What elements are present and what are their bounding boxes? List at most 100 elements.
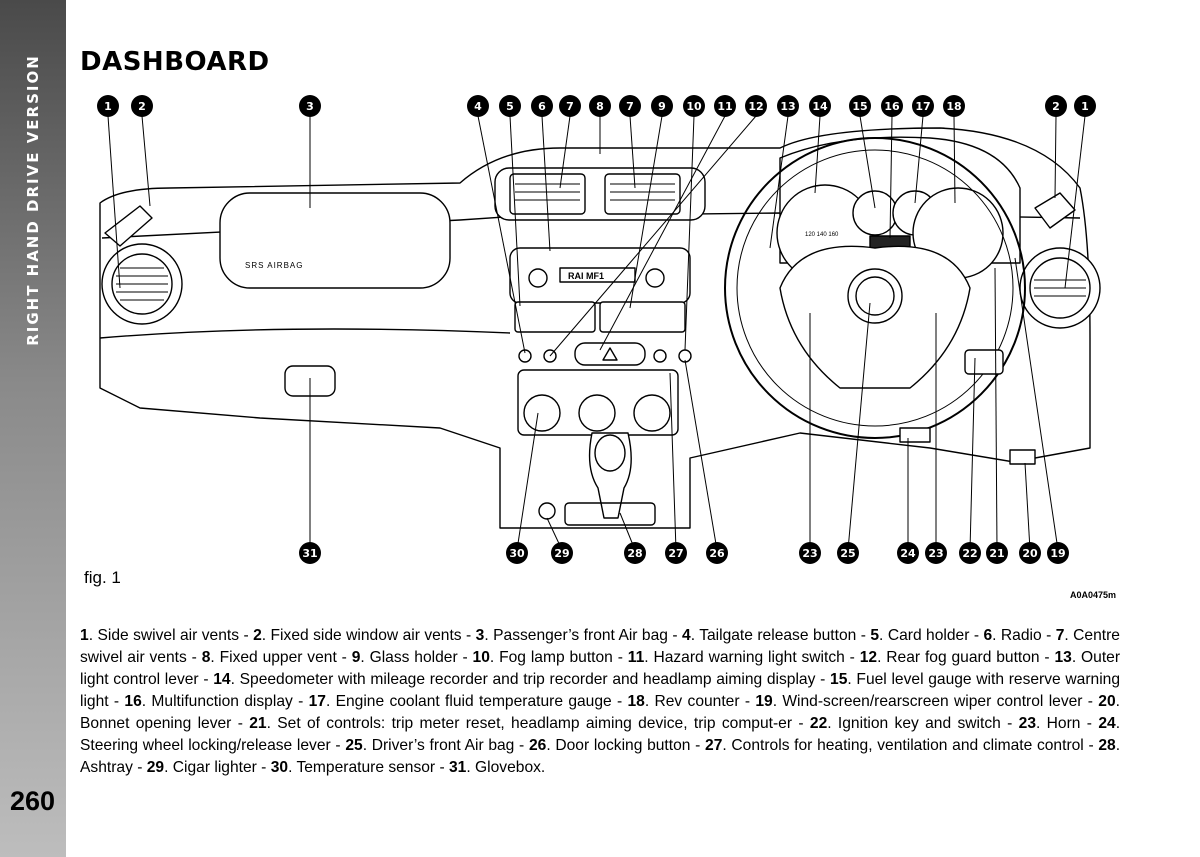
callout-badge-bottom-11	[986, 542, 1008, 564]
legend-number: 17	[308, 693, 326, 710]
callout-number-top-19: 2	[1052, 100, 1060, 113]
steering-wheel-rim	[724, 137, 1026, 439]
right-side-vent	[1034, 192, 1076, 229]
legend-number: 1	[80, 627, 89, 644]
callout-badge-bottom-10	[959, 542, 981, 564]
legend-description: Bonnet opening lever	[80, 715, 232, 732]
figure-code: A0A0475m	[1070, 590, 1117, 600]
button-strip	[574, 342, 646, 366]
legend-description: Side swivel air vents	[97, 627, 240, 644]
callout-badge-top-12	[745, 95, 767, 117]
callout-number-bottom-3: 28	[627, 547, 642, 560]
callout-number-bottom-2: 29	[554, 547, 569, 560]
callout-badge-top-3	[467, 95, 489, 117]
callout-badge-bottom-2	[551, 542, 573, 564]
legend-number: 29	[146, 759, 165, 776]
callout-badge-bottom-0	[299, 542, 321, 564]
legend-number: 18	[627, 693, 645, 710]
callout-number-top-12: 12	[748, 100, 763, 113]
legend-number: 20	[1098, 693, 1116, 710]
callout-number-top-8: 7	[626, 100, 634, 113]
legend-description: Fuel level gauge with reserve warning li…	[80, 671, 1121, 710]
legend-number: 8	[201, 649, 211, 666]
callout-badge-top-7	[589, 95, 611, 117]
legend-number: 28	[1098, 737, 1116, 754]
glass-holder	[599, 301, 686, 333]
callout-number-top-9: 9	[658, 100, 666, 113]
callout-number-top-11: 11	[717, 100, 732, 113]
callout-number-top-15: 15	[852, 100, 867, 113]
legend-description: Passenger’s front Air bag	[493, 627, 668, 644]
page-number: 260	[10, 786, 56, 816]
speedometer-scale: 120 140 160	[805, 232, 839, 238]
callout-number-top-0: 1	[104, 100, 112, 113]
ignition-switch	[964, 349, 1004, 375]
callout-badge-top-1	[131, 95, 153, 117]
legend-description: Glass holder	[369, 649, 458, 666]
callout-number-bottom-8: 24	[900, 547, 916, 560]
airbag-marking: SRS AIRBAG	[245, 261, 303, 270]
legend-description: Driver’s front Air bag	[371, 737, 515, 754]
legend-description: Fixed upper vent	[219, 649, 337, 666]
legend-description: Door locking button	[555, 737, 691, 754]
legend-number: 4	[682, 627, 691, 644]
callout-badge-top-15	[849, 95, 871, 117]
callout-badge-top-13	[777, 95, 799, 117]
callout-badge-bottom-12	[1019, 542, 1041, 564]
legend-description: Radio	[1000, 627, 1042, 644]
legend-number: 6	[983, 627, 993, 644]
callout-number-bottom-0: 31	[302, 547, 317, 560]
callout-number-bottom-9: 23	[928, 547, 943, 560]
callout-badge-top-4	[499, 95, 521, 117]
legend-description: Ignition key and switch	[837, 715, 1001, 732]
legend-number: 27	[705, 737, 723, 754]
legend-description: Multifunction display	[151, 693, 293, 710]
callout-number-bottom-5: 26	[709, 547, 725, 560]
callout-number-top-3: 4	[474, 100, 482, 113]
callout-badge-top-17	[912, 95, 934, 117]
callout-badge-top-18	[943, 95, 965, 117]
climate-panel	[517, 369, 679, 436]
legend-description: Fog lamp button	[499, 649, 613, 666]
callout-number-bottom-4: 27	[668, 547, 683, 560]
legend-number: 16	[124, 693, 142, 710]
legend-text: 1. Side swivel air vents - 2. Fixed side…	[80, 627, 1121, 776]
callout-number-bottom-13: 19	[1050, 547, 1065, 560]
callout-number-bottom-1: 30	[509, 547, 525, 560]
legend-number: 13	[1054, 649, 1072, 666]
bonnet-lever	[1009, 449, 1036, 465]
callout-badge-bottom-9	[925, 542, 947, 564]
figure-label: fig. 1	[84, 568, 121, 587]
callout-badge-bottom-8	[897, 542, 919, 564]
callout-badge-bottom-7	[837, 542, 859, 564]
dash-lower-line	[99, 328, 511, 339]
left-vent-inner	[111, 253, 173, 315]
callout-badge-top-9	[651, 95, 673, 117]
callout-badge-top-20	[1074, 95, 1096, 117]
callout-number-top-20: 1	[1081, 100, 1089, 113]
callout-badge-top-11	[714, 95, 736, 117]
legend-description: Fixed side window air vents	[270, 627, 462, 644]
passenger-airbag-lid	[219, 192, 451, 289]
legend-number: 22	[809, 715, 828, 732]
steering-lock-lever	[899, 427, 931, 443]
callout-badge-bottom-6	[799, 542, 821, 564]
legend-description: Rear fog guard button	[886, 649, 1040, 666]
legend-number: 19	[755, 693, 773, 710]
callout-badge-bottom-5	[706, 542, 728, 564]
radio-display-text: RAI MF1	[568, 271, 604, 281]
callout-number-top-5: 6	[538, 100, 546, 113]
callout-badge-top-8	[619, 95, 641, 117]
legend-number: 5	[870, 627, 880, 644]
legend-number: 31	[449, 759, 467, 776]
legend-number: 11	[627, 649, 645, 666]
legend-number: 10	[472, 649, 490, 666]
legend-number: 23	[1018, 715, 1036, 732]
legend-number: 26	[528, 737, 547, 754]
callout-badge-top-2	[299, 95, 321, 117]
callout-number-top-17: 17	[915, 100, 930, 113]
callout-badge-top-5	[531, 95, 553, 117]
legend-description: Tailgate release button	[699, 627, 857, 644]
legend-description: Set of controls: trip meter reset, headl…	[277, 715, 793, 732]
page-title: DASHBOARD	[80, 47, 270, 77]
